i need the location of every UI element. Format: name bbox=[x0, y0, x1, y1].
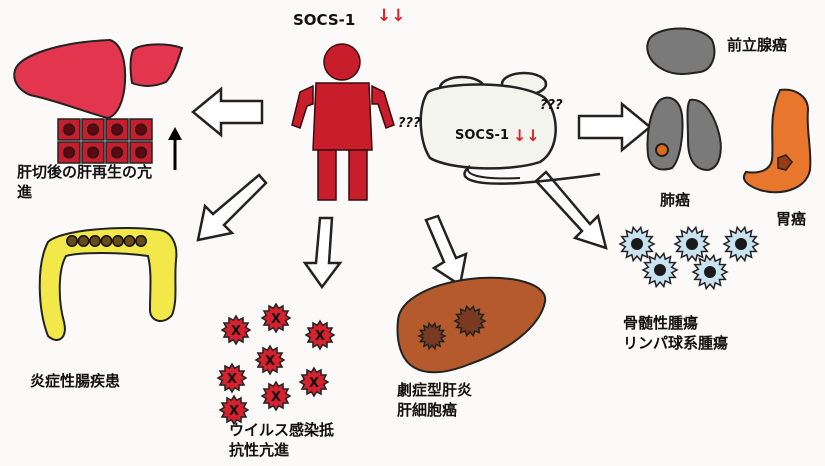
colon-shape bbox=[38, 227, 178, 341]
lung-left bbox=[646, 96, 684, 171]
marrow-label-line2: リンパ球系腫瘍 bbox=[623, 334, 729, 352]
tumor-cells bbox=[618, 225, 760, 291]
virus-x-mark: X bbox=[227, 372, 237, 387]
tumor-cell bbox=[618, 225, 656, 263]
liver-large-lobe bbox=[13, 38, 127, 120]
virus-cell: X bbox=[298, 366, 330, 398]
colon-illustration bbox=[38, 227, 178, 341]
hepatitis-label-line2: 肝細胞癌 bbox=[397, 401, 458, 419]
arrow-to-tumor bbox=[534, 170, 608, 250]
human-right-leg bbox=[348, 149, 368, 201]
lung-tumor bbox=[655, 143, 669, 157]
lungs-organ bbox=[646, 96, 722, 172]
hepatocyte-cell bbox=[105, 141, 129, 164]
hepatocyte-cell bbox=[81, 118, 105, 141]
lung-label: 肺癌 bbox=[660, 191, 691, 209]
virus-cells: X X X X X X X X bbox=[216, 302, 336, 426]
colon-lesion-dot bbox=[77, 235, 90, 247]
human-left-leg bbox=[317, 149, 337, 201]
mouse-question-marks: ??? bbox=[540, 98, 563, 113]
liver-lesion bbox=[453, 304, 487, 338]
hepatocyte-cell bbox=[81, 141, 105, 164]
human-right-arm bbox=[371, 84, 395, 129]
virus-x-mark: X bbox=[265, 354, 275, 369]
ibd-label: 炎症性腸疾患 bbox=[30, 372, 121, 390]
colon-lesion-dot bbox=[135, 235, 147, 247]
virus-x-mark: X bbox=[315, 329, 325, 344]
hepatocyte-cell bbox=[129, 118, 153, 141]
tumor-cell bbox=[722, 225, 760, 263]
tumor-cell bbox=[691, 253, 729, 291]
virus-cell: X bbox=[304, 319, 336, 351]
mouse-body bbox=[419, 83, 557, 170]
virus-cell: X bbox=[260, 302, 292, 334]
prostate-label: 前立腺癌 bbox=[727, 36, 788, 54]
diseased-liver bbox=[396, 276, 547, 374]
arrow-to-prostate-lung bbox=[577, 101, 652, 153]
stomach-tumor bbox=[777, 154, 793, 171]
hepatocyte-grid bbox=[57, 118, 153, 164]
center-down-arrows: ↓↓ bbox=[377, 6, 406, 26]
stomach-shape bbox=[742, 88, 812, 194]
liver-illustration bbox=[13, 38, 184, 120]
liver-small-lobe bbox=[129, 43, 184, 87]
virus-cell: X bbox=[216, 362, 248, 394]
arrow-to-liver bbox=[191, 86, 264, 138]
virus-x-mark: X bbox=[271, 390, 281, 405]
lung-right bbox=[686, 98, 722, 172]
virus-label-line2: 抗性亢進 bbox=[229, 441, 290, 459]
virus-x-mark: X bbox=[231, 324, 241, 339]
tumor-cell bbox=[641, 251, 679, 289]
colon-lesion-dot bbox=[123, 235, 136, 247]
human-left-arm bbox=[291, 84, 314, 129]
virus-cell: X bbox=[254, 344, 286, 376]
hepatocyte-cell bbox=[129, 141, 153, 164]
colon-lesion-dot bbox=[112, 235, 124, 247]
colon-lesions bbox=[66, 235, 147, 247]
virus-cell: X bbox=[220, 314, 252, 346]
liver-lesion bbox=[417, 321, 447, 351]
stomach-organ bbox=[742, 88, 812, 194]
hepatocyte-cell bbox=[57, 118, 81, 141]
prostate-organ bbox=[646, 27, 716, 75]
hepatocyte-cell bbox=[57, 141, 81, 164]
virus-x-mark: X bbox=[229, 404, 239, 419]
human-question-marks: ??? bbox=[398, 116, 421, 131]
liver-regen-label-line2: 進 bbox=[17, 183, 33, 201]
arrow-to-virus bbox=[302, 216, 343, 290]
up-arrow bbox=[168, 127, 182, 170]
hepatocyte-cell bbox=[105, 118, 129, 141]
mouse-tail bbox=[463, 165, 601, 185]
arrow-to-hepatitis bbox=[424, 214, 468, 288]
center-socs1-label: SOCS-1 bbox=[293, 11, 356, 29]
virus-x-mark: X bbox=[271, 312, 281, 327]
virus-cell: X bbox=[218, 394, 250, 426]
virus-cell: X bbox=[260, 380, 292, 412]
liver-regen-label-line1: 肝切後の肝再生の亢 bbox=[17, 163, 153, 181]
colon-lesion-dot bbox=[66, 235, 78, 247]
human-torso bbox=[312, 82, 373, 151]
arrow-to-ibd bbox=[196, 173, 268, 242]
marrow-label-line1: 骨髄性腫瘍 bbox=[623, 314, 699, 332]
human-head bbox=[323, 43, 361, 81]
colon-lesion-dot bbox=[100, 235, 113, 247]
mouse-illustration bbox=[419, 71, 601, 185]
stomach-label: 胃癌 bbox=[776, 210, 807, 228]
colon-lesion-dot bbox=[89, 235, 101, 247]
virus-label-line1: ウイルス感染抵 bbox=[229, 421, 335, 439]
mouse-down-arrows: ↓↓ bbox=[513, 126, 540, 145]
tumor-cell bbox=[673, 225, 711, 263]
virus-x-mark: X bbox=[309, 376, 319, 391]
hepatitis-label-line1: 劇症型肝炎 bbox=[397, 381, 473, 399]
mouse-socs1-label: SOCS-1 bbox=[455, 128, 509, 143]
human-figure bbox=[291, 43, 395, 201]
